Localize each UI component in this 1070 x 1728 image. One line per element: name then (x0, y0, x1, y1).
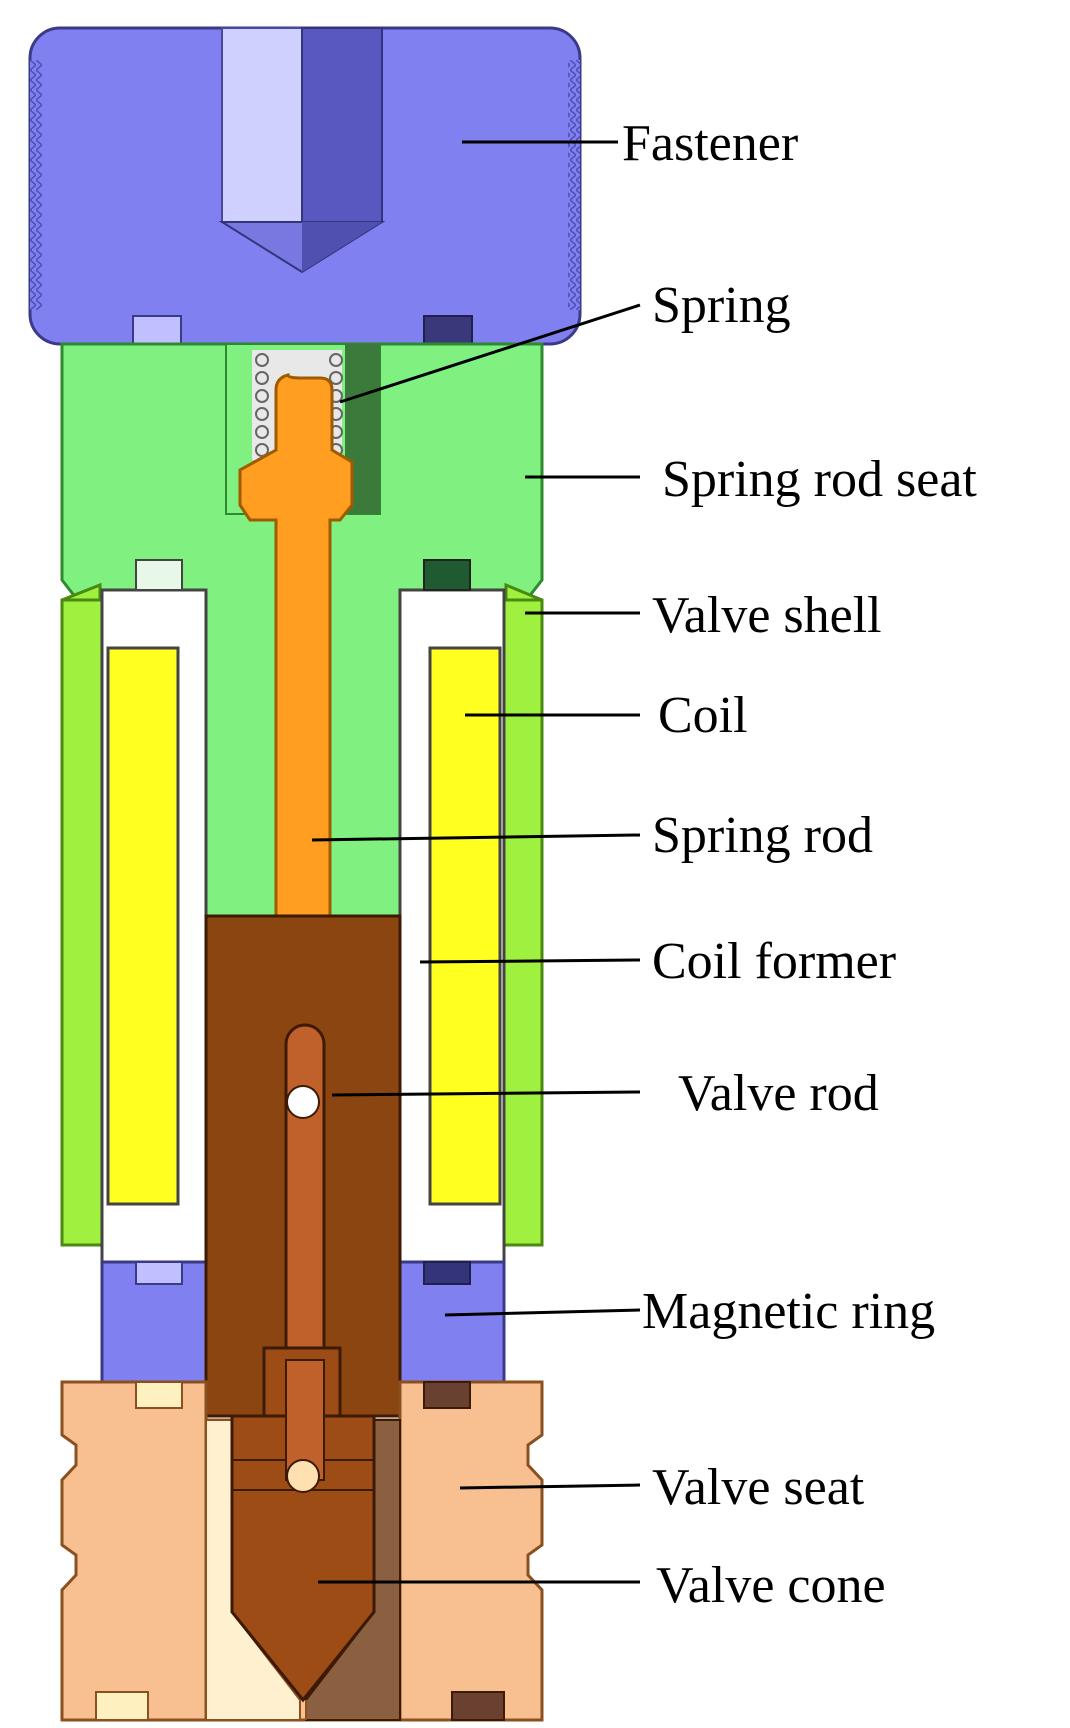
labels: Fastener Spring Spring rod seat Valve sh… (622, 115, 977, 1614)
label-fastener: Fastener (622, 115, 798, 172)
leader-spring (339, 303, 641, 404)
label-valve-cone: Valve cone (656, 1557, 886, 1614)
spring-rod (238, 373, 354, 922)
label-magnetic-ring: Magnetic ring (642, 1283, 935, 1340)
coil (106, 646, 502, 1206)
label-valve-seat: Valve seat (652, 1459, 865, 1516)
leader-valve-seat (459, 1483, 641, 1490)
valve-cone (230, 1346, 376, 1703)
leader-coil-former (419, 958, 641, 964)
label-coil: Coil (658, 687, 748, 744)
label-spring-rod: Spring rod (652, 807, 873, 864)
fastener (28, 26, 582, 346)
label-valve-rod: Valve rod (678, 1065, 879, 1122)
leader-valve-rod (331, 1090, 641, 1097)
label-spring: Spring (652, 277, 791, 334)
leader-magnetic-ring (444, 1308, 641, 1317)
leader-spring-rod (311, 833, 641, 842)
label-valve-shell: Valve shell (652, 587, 882, 644)
leader-lines (311, 140, 641, 1584)
label-spring-rod-seat: Spring rod seat (662, 451, 977, 508)
valve-shell (60, 582, 544, 1248)
label-coil-former: Coil former (652, 933, 896, 990)
